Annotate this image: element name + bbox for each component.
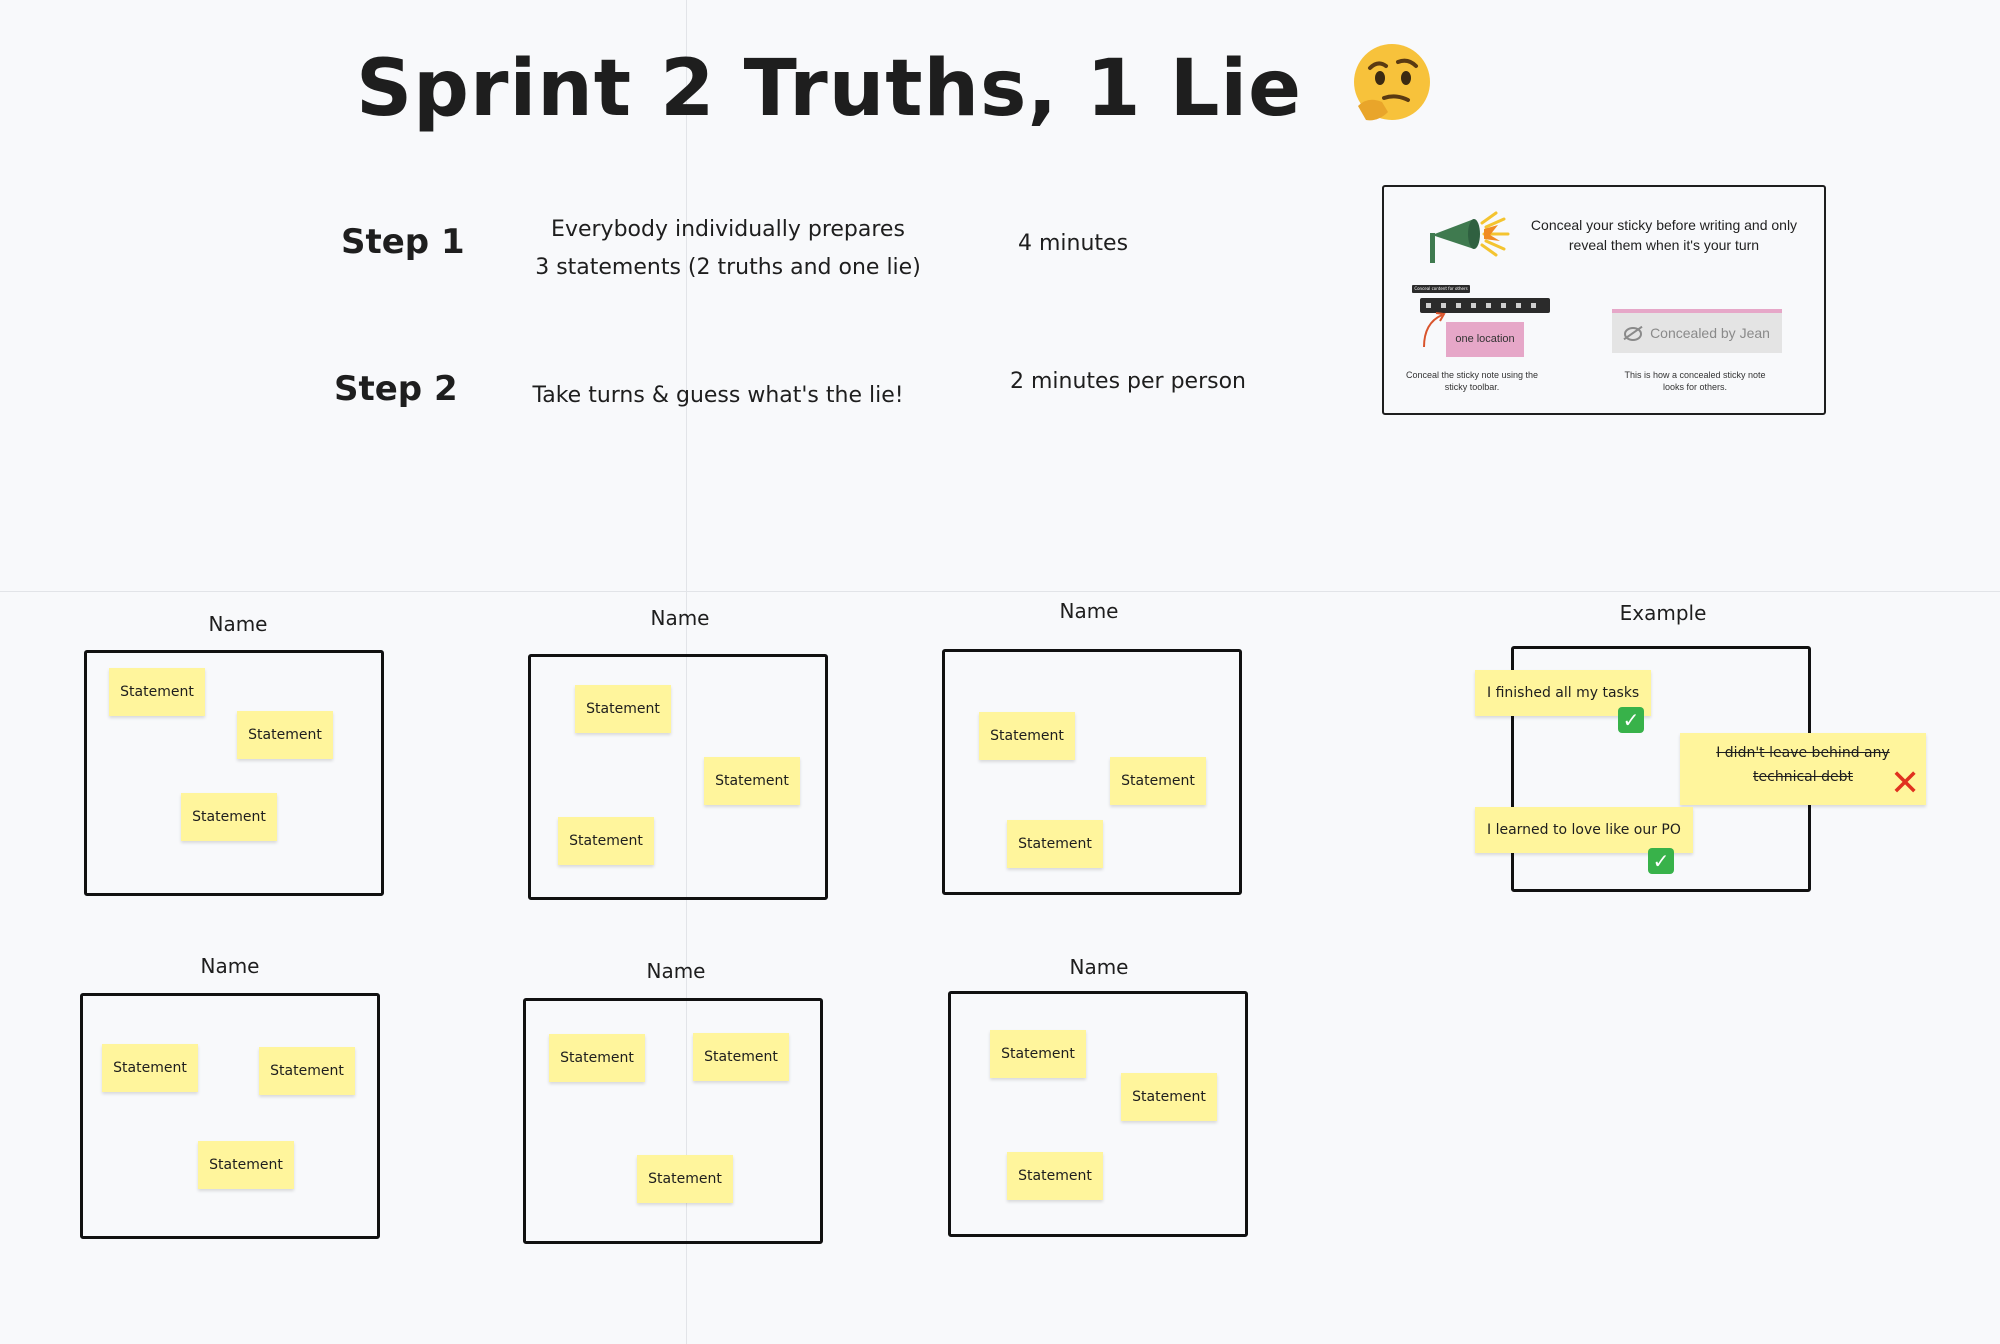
statement-sticky[interactable]: Statement	[1007, 820, 1103, 868]
step-2-time[interactable]: 2 minutes per person	[1010, 369, 1246, 394]
player-board-2[interactable]: Statement Statement Statement	[528, 654, 828, 900]
concealed-sticky-example: Concealed by Jean	[1612, 309, 1782, 353]
curved-arrow-icon	[1420, 309, 1450, 353]
toolbar-dots-icon	[1426, 303, 1544, 308]
board-4-name[interactable]: Name	[200, 954, 260, 978]
board-title[interactable]: Sprint 2 Truths, 1 Lie	[356, 40, 1436, 147]
statement-sticky[interactable]: Statement	[198, 1141, 294, 1189]
statement-sticky[interactable]: Statement	[1007, 1152, 1103, 1200]
statement-sticky[interactable]: Statement	[1110, 757, 1206, 805]
megaphone-icon	[1424, 205, 1516, 269]
statement-sticky[interactable]: Statement	[109, 668, 205, 716]
statement-sticky[interactable]: Statement	[693, 1033, 789, 1081]
step-1-desc-line-1: Everybody individually prepares	[551, 217, 905, 242]
statement-sticky[interactable]: Statement	[181, 793, 277, 841]
board-title-text: Sprint 2 Truths, 1 Lie	[356, 43, 1303, 134]
step-1-description[interactable]: Everybody individually prepares 3 statem…	[528, 211, 928, 287]
example-lie-sticky[interactable]: I didn't leave behind any technical debt	[1680, 733, 1926, 805]
board-2-name[interactable]: Name	[650, 606, 710, 630]
statement-sticky[interactable]: Statement	[990, 1030, 1086, 1078]
player-board-4[interactable]: Statement Statement Statement	[80, 993, 380, 1239]
example-lie-text: I didn't leave behind any technical debt	[1716, 745, 1890, 785]
info-card-text: Conceal your sticky before writing and o…	[1530, 217, 1798, 253]
example-label[interactable]: Example	[1619, 601, 1707, 625]
board-6-name[interactable]: Name	[1069, 955, 1129, 979]
board-1-name[interactable]: Name	[208, 612, 268, 636]
statement-sticky[interactable]: Statement	[637, 1155, 733, 1203]
cross-mark-icon: ✕	[1890, 763, 1921, 804]
step-2-description[interactable]: Take turns & guess what's the lie!	[532, 383, 904, 408]
check-mark-icon: ✓	[1618, 707, 1644, 733]
caption-concealed-look: This is how a concealed sticky note look…	[1624, 370, 1766, 392]
statement-sticky[interactable]: Statement	[979, 712, 1075, 760]
board-5-name[interactable]: Name	[646, 959, 706, 983]
statement-sticky[interactable]: Statement	[237, 711, 333, 759]
example-truth-sticky-2[interactable]: I learned to love like our PO	[1475, 807, 1693, 853]
board-3-name[interactable]: Name	[1059, 599, 1119, 623]
statement-sticky[interactable]: Statement	[704, 757, 800, 805]
statement-sticky[interactable]: Statement	[102, 1044, 198, 1092]
sticky-toolbar-illustration	[1420, 298, 1550, 313]
concealed-label: Concealed by Jean	[1650, 325, 1770, 341]
caption-conceal-toolbar: Conceal the sticky note using the sticky…	[1405, 370, 1539, 392]
step-2-label[interactable]: Step 2	[334, 369, 458, 409]
thinking-face-icon	[1348, 40, 1436, 147]
eye-slash-icon	[1623, 326, 1643, 342]
canvas-guide-horizontal	[0, 591, 2000, 592]
statement-sticky[interactable]: Statement	[549, 1034, 645, 1082]
player-board-6[interactable]: Statement Statement Statement	[948, 991, 1248, 1237]
toolbar-tooltip: Conceal content for others	[1412, 285, 1470, 293]
player-board-5[interactable]: Statement Statement Statement	[523, 998, 823, 1244]
step-1-desc-line-2: 3 statements (2 truths and one lie)	[535, 255, 921, 280]
statement-sticky[interactable]: Statement	[575, 685, 671, 733]
player-board-3[interactable]: Statement Statement Statement	[942, 649, 1242, 895]
canvas-guide-vertical	[686, 0, 687, 1344]
statement-sticky[interactable]: Statement	[1121, 1073, 1217, 1121]
statement-sticky[interactable]: Statement	[558, 817, 654, 865]
step-1-label[interactable]: Step 1	[341, 222, 465, 262]
statement-sticky[interactable]: Statement	[259, 1047, 355, 1095]
player-board-1[interactable]: Statement Statement Statement	[84, 650, 384, 896]
conceal-info-card[interactable]: Conceal your sticky before writing and o…	[1382, 185, 1826, 415]
check-mark-icon: ✓	[1648, 848, 1674, 874]
pink-sticky-example: one location	[1446, 322, 1524, 357]
step-1-time[interactable]: 4 minutes	[1018, 231, 1129, 256]
